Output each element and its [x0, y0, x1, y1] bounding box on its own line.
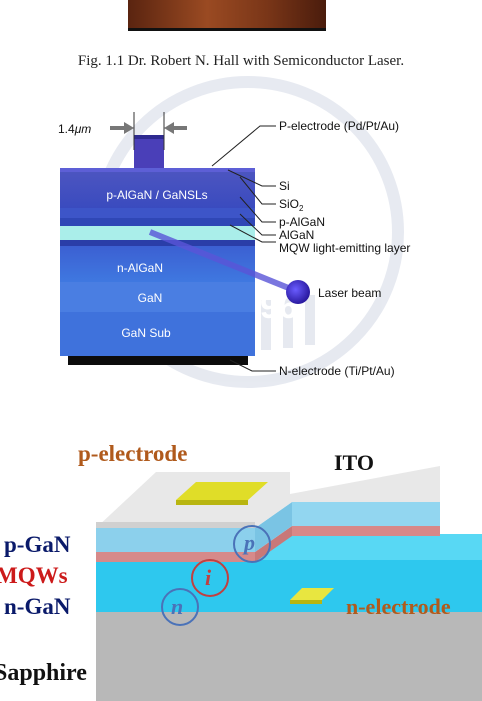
mqw-front	[96, 552, 255, 562]
label-p-electrode: p-electrode	[78, 441, 187, 466]
p-gan-right	[292, 502, 440, 526]
sapphire-front	[96, 612, 482, 701]
label-n-gan: n-GaN	[4, 594, 71, 619]
letter-i: i	[205, 565, 212, 590]
label-ito: ITO	[334, 450, 374, 475]
label-sapphire: Sapphire	[0, 660, 87, 686]
p-gan-front	[96, 528, 255, 552]
mqw-right	[292, 526, 440, 536]
label-mqws: MQWs	[0, 563, 68, 588]
label-p-gan: p-GaN	[4, 532, 71, 557]
letter-p: p	[242, 530, 255, 555]
ito-front	[96, 522, 255, 528]
label-n-electrode: n-electrode	[346, 594, 451, 619]
letter-n: n	[171, 594, 183, 619]
